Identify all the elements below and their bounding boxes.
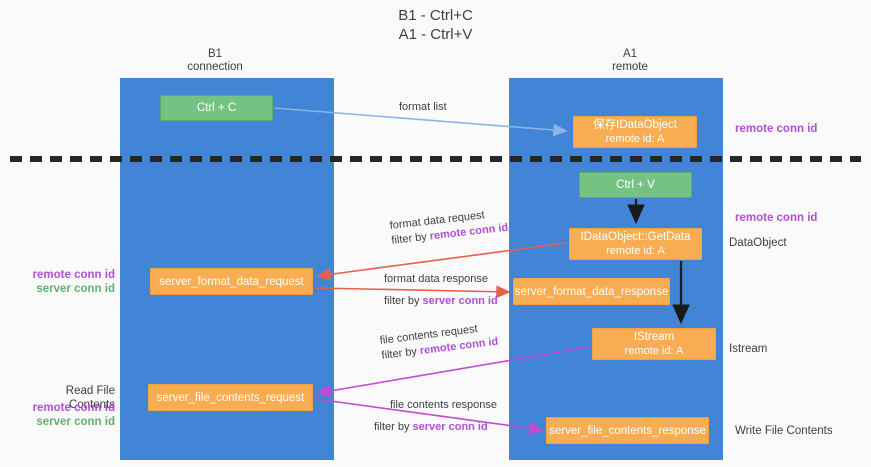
annotation-right-istream: Istream	[729, 343, 768, 355]
arrow-format-data-response	[315, 285, 511, 299]
node-save-idataobject[interactable]: 保存IDataObject remote id: A	[573, 116, 697, 148]
flow-label-file-contents-response: file contents response filter by server …	[374, 398, 498, 434]
node-idataobject-getdata-line1: IDataObject::GetData	[580, 231, 691, 243]
flow-label-format-list: format list	[399, 100, 447, 114]
node-server-file-contents-request-label: server_file_contents_request	[156, 391, 305, 404]
flow-label-format-data-response: format data response filter by server co…	[384, 272, 498, 308]
annotation-left-server-conn-id-2: server conn id	[36, 416, 115, 428]
node-server-file-contents-response[interactable]: server_file_contents_response	[546, 417, 709, 444]
annotation-right-remote-conn-id-mid: remote conn id	[735, 212, 818, 224]
node-ctrl-c[interactable]: Ctrl + C	[160, 95, 273, 121]
lane-header-a1: A1 remote	[612, 48, 648, 73]
node-ctrl-c-label: Ctrl + C	[196, 102, 237, 114]
arrow-file-contents-response	[315, 398, 544, 435]
annotation-right-remote-conn-id-top: remote conn id	[735, 123, 818, 135]
node-ctrl-v[interactable]: Ctrl + V	[579, 172, 692, 198]
node-server-format-data-request-label: server_format_data_request	[159, 275, 304, 288]
annotation-right-write-file-contents: Write File Contents	[735, 425, 833, 437]
filter-prefix: filter by	[374, 421, 413, 433]
arrow-format-data-request	[316, 242, 567, 281]
node-server-file-contents-request[interactable]: server_file_contents_request	[148, 384, 313, 411]
flow-label-file-contents-response-filter: filter by server conn id	[374, 420, 497, 434]
annotation-left-remote-conn-id-2: remote conn id	[32, 402, 115, 414]
flow-label-format-data-response-filter: filter by server conn id	[384, 294, 498, 308]
flow-label-format-list-text: format list	[399, 101, 447, 113]
node-server-format-data-request[interactable]: server_format_data_request	[150, 268, 313, 295]
filter-prefix: filter by	[384, 295, 423, 307]
node-istream-line1: IStream	[633, 331, 675, 343]
node-idataobject-getdata[interactable]: IDataObject::GetData remote id: A	[569, 228, 702, 260]
node-save-idataobject-line1: 保存IDataObject	[593, 119, 677, 131]
filter-key-server-conn-id: server conn id	[422, 295, 498, 307]
node-istream-line2: remote id: A	[624, 345, 684, 357]
annotation-left-read-file-contents: Read File Contents	[65, 385, 115, 411]
annotation-left-server-conn-id-1: server conn id	[36, 283, 115, 295]
phase-divider	[10, 156, 861, 162]
node-idataobject-getdata-line2: remote id: A	[606, 245, 665, 257]
arrow-file-contents-request	[316, 346, 590, 398]
flow-label-file-contents-response-text: file contents response	[390, 399, 498, 411]
filter-key-server-conn-id: server conn id	[412, 421, 488, 433]
lane-header-b1: B1 connection	[187, 48, 243, 73]
node-server-file-contents-response-label: server_file_contents_response	[549, 424, 706, 437]
annotation-right-dataobject: DataObject	[729, 237, 787, 249]
annotation-left-conn-ids-bottom: remote conn id server conn id	[22, 401, 115, 429]
flow-label-format-data-response-text: format data response	[384, 273, 488, 285]
node-save-idataobject-line2: remote id: A	[605, 133, 665, 145]
node-server-format-data-response-label: server_format_data_response	[514, 285, 669, 298]
node-istream[interactable]: IStream remote id: A	[592, 328, 716, 360]
page-title: B1 - Ctrl+C A1 - Ctrl+V	[398, 7, 473, 43]
arrow-format-list	[273, 107, 568, 137]
annotation-left-remote-conn-id-1: remote conn id	[32, 269, 115, 281]
annotation-left-conn-ids-top: remote conn id server conn id	[22, 268, 115, 296]
node-server-format-data-response[interactable]: server_format_data_response	[513, 278, 670, 305]
node-ctrl-v-label: Ctrl + V	[616, 179, 655, 191]
